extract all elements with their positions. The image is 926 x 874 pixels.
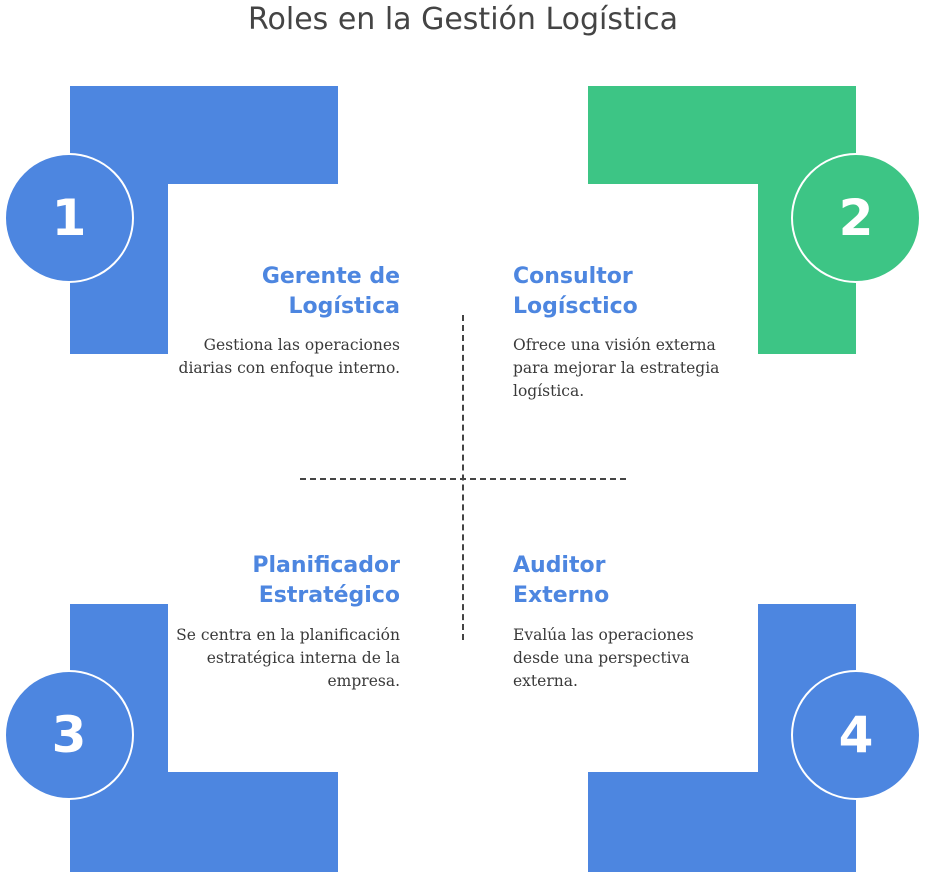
role-description-2: Ofrece una visión externa para mejorar l… xyxy=(513,336,720,400)
horizontal-dashed-divider xyxy=(300,478,626,480)
number-badge-4: 4 xyxy=(791,670,921,800)
number-badge-1: 1 xyxy=(4,153,134,283)
role-heading-4: Auditor Externo xyxy=(513,551,733,611)
role-heading-4-line2: Externo xyxy=(513,583,610,608)
quadrant-4-bar-horizontal xyxy=(588,772,856,872)
role-heading-4-line1: Auditor xyxy=(513,553,606,578)
number-badge-2: 2 xyxy=(791,153,921,283)
role-heading-1-line2: Logística xyxy=(288,294,400,319)
role-heading-1-line1: Gerente de xyxy=(261,264,400,289)
diagram-title: Roles en la Gestión Logística xyxy=(248,2,678,37)
role-description-4: Evalúa las operaciones desde una perspec… xyxy=(513,626,694,690)
role-heading-2: Consultor Logísctico xyxy=(513,262,733,322)
role-heading-2-line1: Consultor xyxy=(513,264,633,289)
role-heading-3-line2: Estratégico xyxy=(258,583,400,608)
number-badge-3: 3 xyxy=(4,670,134,800)
role-heading-2-line2: Logísctico xyxy=(513,294,638,319)
role-description-3: Se centra en la planificación estratégic… xyxy=(176,626,400,690)
role-heading-1: Gerente de Logística xyxy=(180,262,400,322)
vertical-dashed-divider xyxy=(462,315,464,640)
role-description-1: Gestiona las operaciones diarias con enf… xyxy=(178,336,400,377)
role-heading-3: Planificador Estratégico xyxy=(180,551,400,611)
role-heading-3-line1: Planificador xyxy=(252,553,400,578)
quadrant-3-bar-horizontal xyxy=(70,772,338,872)
